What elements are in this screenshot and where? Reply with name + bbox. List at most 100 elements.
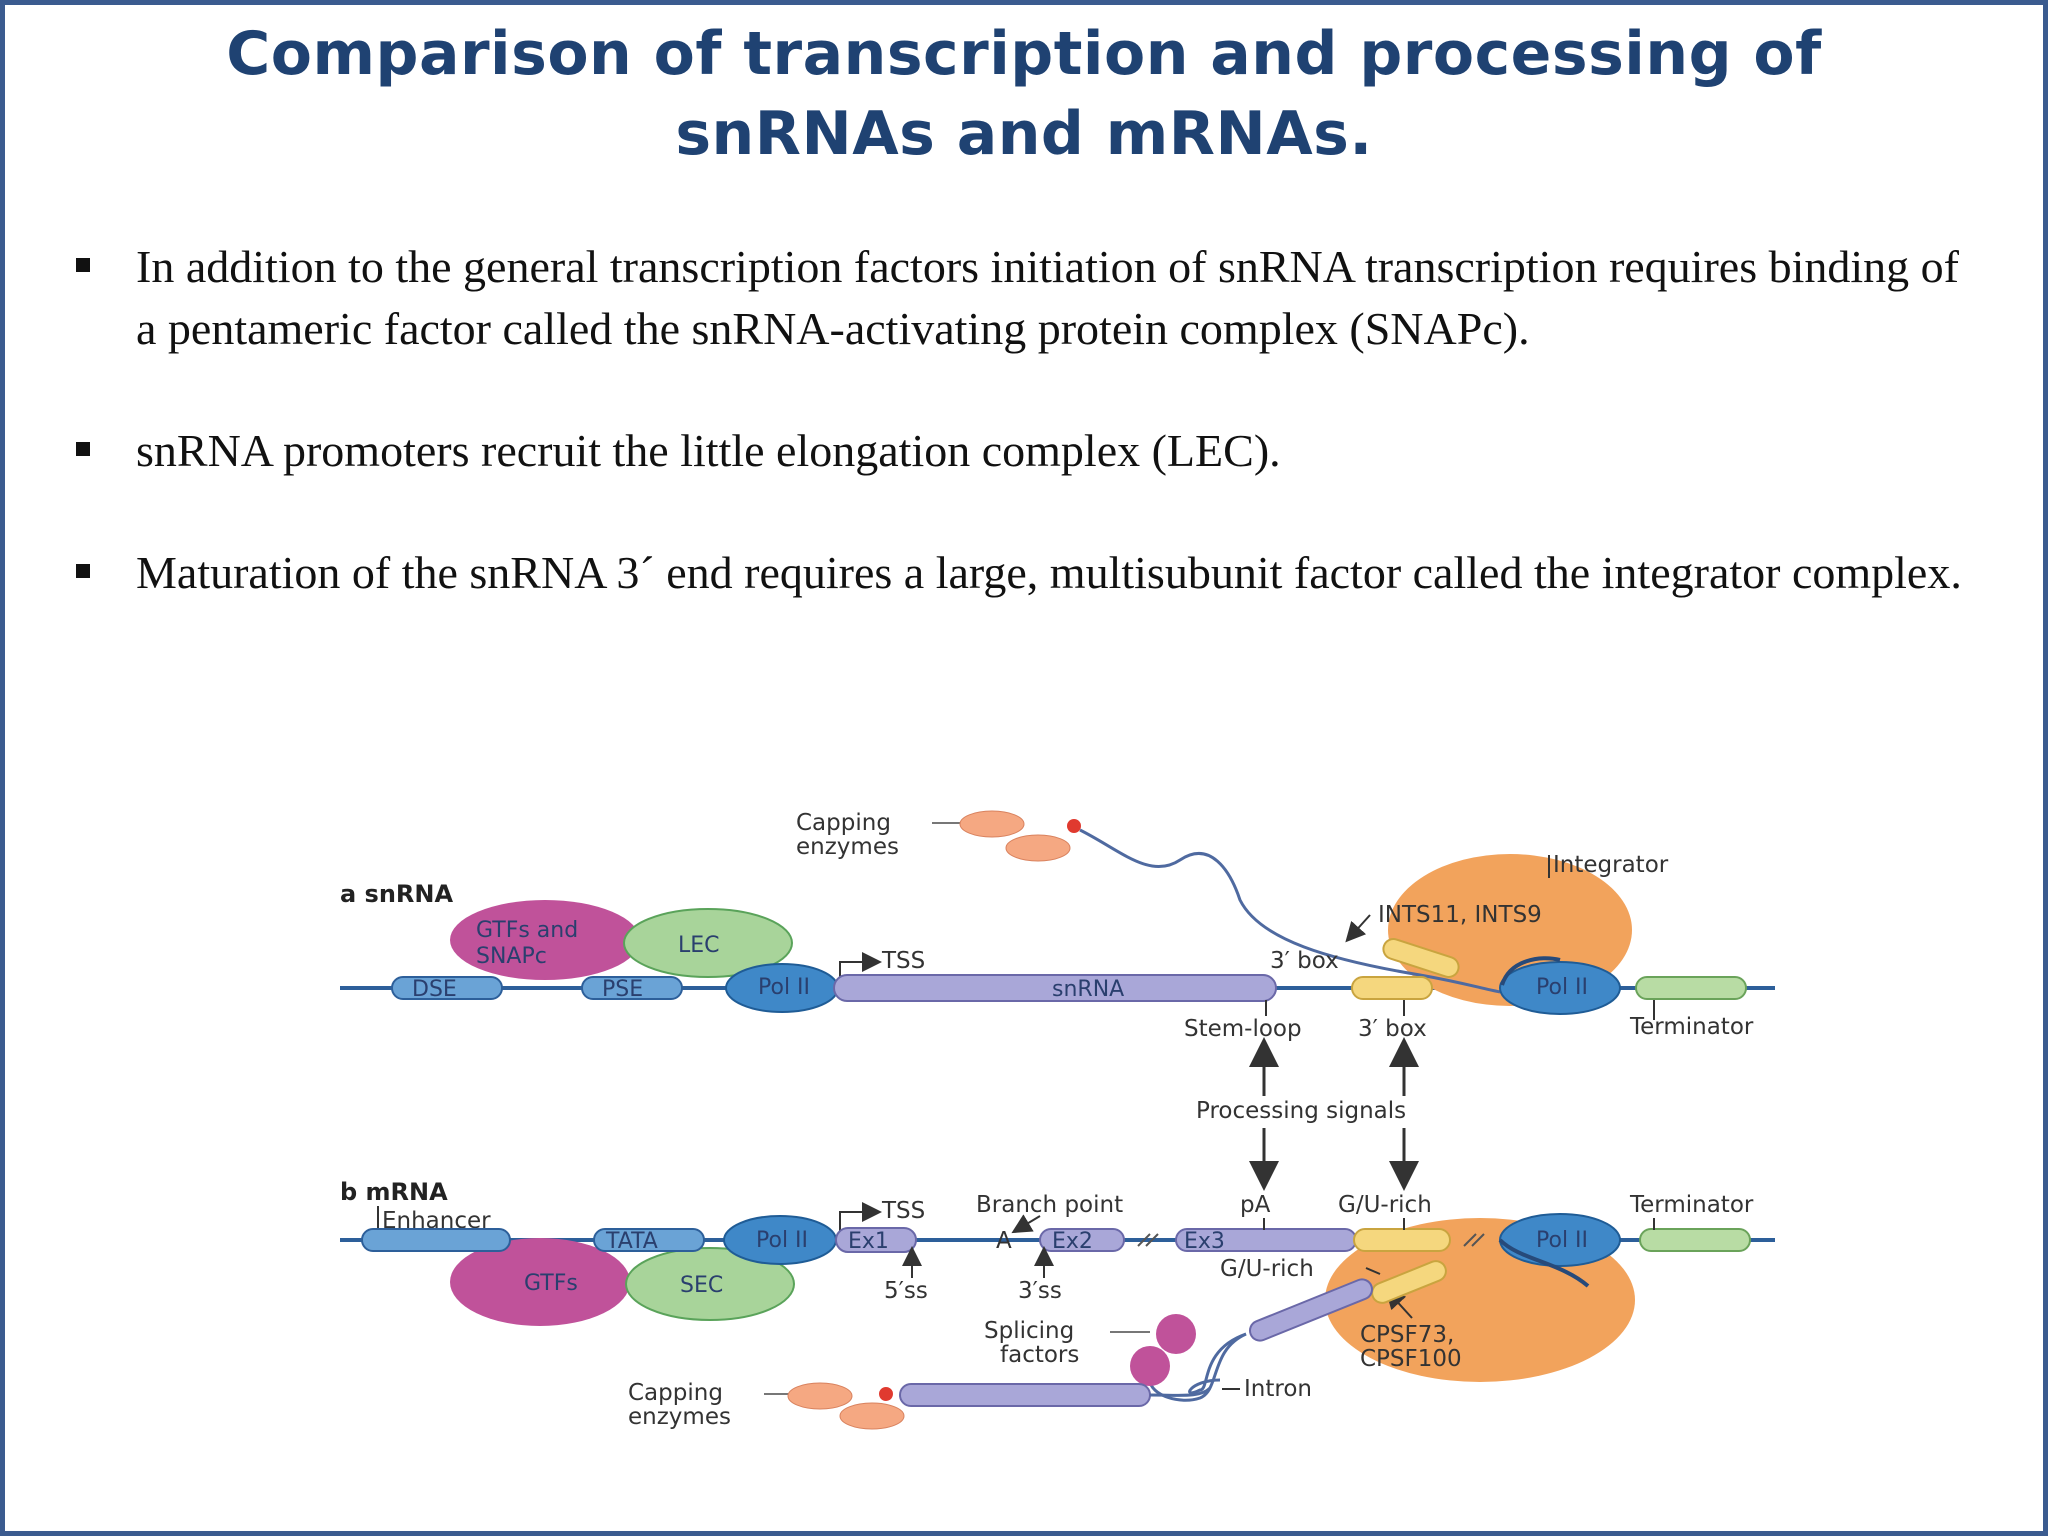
exon-1 xyxy=(835,1227,917,1253)
integrator-label: Integrator xyxy=(1553,852,1669,878)
pol-ii-label-b1: Pol II xyxy=(756,1228,808,1253)
capping-label-line1: Capping xyxy=(796,810,891,836)
capping-enzyme-b2 xyxy=(839,1402,905,1430)
pol-ii-elongating-a xyxy=(1499,961,1621,1015)
capping-b-label-line1: Capping xyxy=(628,1380,723,1406)
terminator-label-a: Terminator xyxy=(1629,1014,1754,1040)
ex3-label: Ex3 xyxy=(1184,1229,1225,1254)
snrna-gene xyxy=(833,974,1277,1002)
break-mark-b2 xyxy=(1463,1233,1485,1247)
intron-loop xyxy=(1148,1332,1247,1402)
gu-rich-lower-pointer xyxy=(1365,1267,1381,1275)
snrna-label: snRNA xyxy=(1052,977,1124,1002)
cap-dot-b xyxy=(879,1387,893,1401)
ints-label: INTS11, INTS9 xyxy=(1378,902,1542,928)
splicing-label-line2: factors xyxy=(1000,1342,1079,1368)
pol-ii-label-b2: Pol II xyxy=(1536,1228,1588,1253)
bullet-text: snRNA promoters recruit the little elong… xyxy=(136,425,1281,476)
pse-element xyxy=(581,976,683,1000)
processing-signals-label: Processing signals xyxy=(1196,1098,1406,1124)
bullet-text: Maturation of the snRNA 3´ end requires … xyxy=(136,547,1962,598)
ex2-label: Ex2 xyxy=(1052,1229,1093,1254)
gtfs-complex-b xyxy=(450,1238,630,1326)
enhancer-element xyxy=(361,1228,511,1252)
pol-ii-label-a2: Pol II xyxy=(1536,975,1588,1000)
dse-label: DSE xyxy=(412,977,457,1002)
rna-exit-b xyxy=(1498,1238,1590,1288)
stem-loop-label: Stem-loop xyxy=(1184,1016,1302,1042)
terminator-label-b: Terminator xyxy=(1629,1192,1754,1218)
sec-complex xyxy=(625,1247,795,1321)
capping-label-line2: enzymes xyxy=(796,834,899,860)
box3-below-label: 3′ box xyxy=(1358,1016,1427,1042)
cap-dot xyxy=(1067,819,1081,833)
tata-label: TATA xyxy=(605,1229,658,1254)
dse-element xyxy=(391,976,503,1000)
processed-rna-b xyxy=(899,1383,1151,1407)
tss-label-a: TSS xyxy=(881,948,925,974)
pol-ii-label-a1: Pol II xyxy=(758,975,810,1000)
ex1-label: Ex1 xyxy=(848,1229,889,1254)
nascent-rna-a xyxy=(1079,828,1501,994)
ss3-label: 3′ss xyxy=(1018,1278,1062,1304)
title-line-2: snRNAs and mRNAs. xyxy=(675,99,1373,169)
ss5-label: 5′ss xyxy=(884,1278,928,1304)
slide-title: Comparison of transcription and processi… xyxy=(0,14,2048,174)
ints-arrow xyxy=(1345,914,1371,943)
title-line-1: Comparison of transcription and processi… xyxy=(226,19,1822,89)
bullet-list: In addition to the general transcription… xyxy=(70,236,1990,664)
processing-signals: Processing signals xyxy=(1196,1037,1419,1191)
capping-enzyme-b1 xyxy=(787,1382,853,1410)
bullet-item: snRNA promoters recruit the little elong… xyxy=(70,420,1990,482)
tss-arrow-b xyxy=(839,1202,882,1236)
bullet-item: In addition to the general transcription… xyxy=(70,236,1990,360)
exon-2 xyxy=(1039,1228,1125,1252)
ex3-rna xyxy=(1249,1278,1373,1342)
box3-rna xyxy=(1382,938,1460,978)
intron-rna xyxy=(1188,1332,1247,1395)
square-bullet-icon xyxy=(76,564,90,578)
cpsf-label-line2: CPSF100 xyxy=(1360,1346,1462,1372)
gtfs-snapc-complex xyxy=(450,900,640,980)
branch-point-arrow xyxy=(1011,1214,1041,1234)
branch-point-label: Branch point xyxy=(976,1192,1123,1218)
capping-b-label-line2: enzymes xyxy=(628,1404,731,1430)
pse-label: PSE xyxy=(602,977,643,1002)
terminator-b xyxy=(1639,1228,1751,1252)
square-bullet-icon xyxy=(76,258,90,272)
gu-rich-element xyxy=(1353,1228,1451,1252)
panel-b-mrna: b mRNA Enhancer CPSF73, CPSF100 GTFs SEC… xyxy=(340,1178,1775,1430)
branch-a-label: A xyxy=(996,1228,1012,1254)
splicing-label-line1: Splicing xyxy=(984,1318,1074,1344)
tss-label-b: TSS xyxy=(881,1198,925,1224)
panel-a-snrna: a snRNA Integrator INTS11, INTS9 Capping… xyxy=(340,810,1775,1042)
cpsf-arrow xyxy=(1385,1288,1413,1319)
gu-rich-label: G/U-rich xyxy=(1338,1192,1432,1218)
splicing-factor-2 xyxy=(1130,1346,1170,1386)
lec-complex xyxy=(623,908,793,978)
pa-label: pA xyxy=(1240,1192,1271,1218)
terminator-a xyxy=(1635,976,1747,1000)
gtfs-label-b: GTFs xyxy=(524,1271,578,1296)
box3-label: 3′ box xyxy=(1270,948,1339,974)
square-bullet-icon xyxy=(76,442,90,456)
gu-rich-rna xyxy=(1371,1260,1447,1304)
rna-connector-b xyxy=(1149,1386,1212,1397)
bullet-text: In addition to the general transcription… xyxy=(136,241,1959,354)
rna-exit-a xyxy=(1500,956,1561,986)
intron-label: Intron xyxy=(1244,1376,1312,1402)
capping-enzyme-1 xyxy=(959,810,1025,838)
tata-element xyxy=(593,1228,705,1252)
panel-b-label: b mRNA xyxy=(340,1178,448,1206)
gtfs-label-line2: SNAPc xyxy=(476,944,547,969)
gtfs-label-line1: GTFs and xyxy=(476,918,578,943)
gu-rich-lower-label: G/U-rich xyxy=(1220,1256,1314,1282)
capping-enzyme-2 xyxy=(1005,834,1071,862)
cpsf-label-line1: CPSF73, xyxy=(1360,1322,1454,1348)
break-mark-b xyxy=(1137,1233,1159,1247)
bullet-item: Maturation of the snRNA 3´ end requires … xyxy=(70,542,1990,604)
sec-label: SEC xyxy=(680,1273,723,1298)
splicing-factor-1 xyxy=(1156,1314,1196,1354)
